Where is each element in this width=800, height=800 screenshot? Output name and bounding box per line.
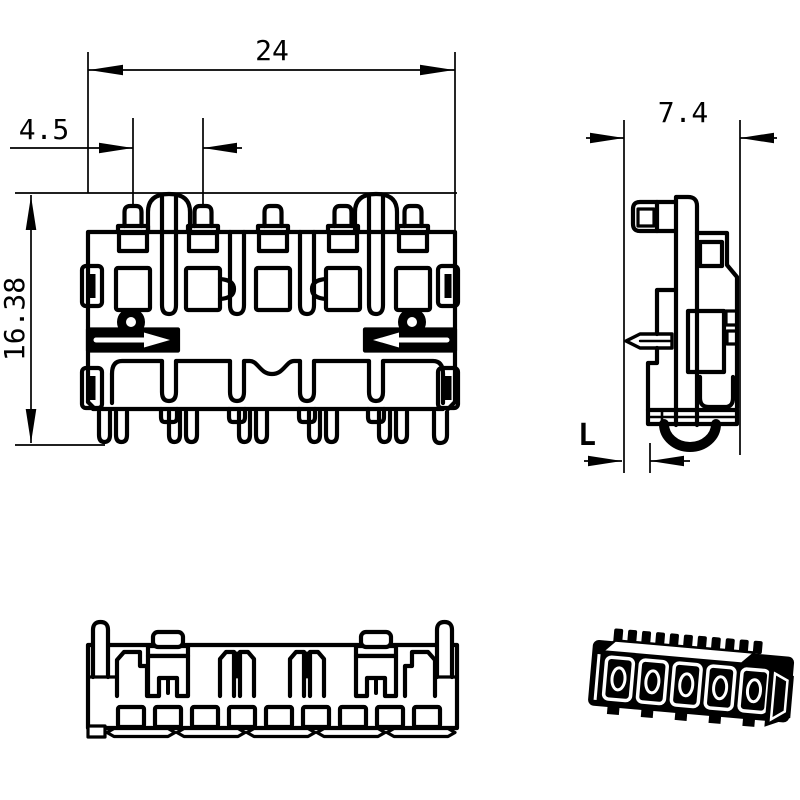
dim-label-pin-pitch: 4.5 (18, 113, 70, 146)
dim-label-overall-depth: 7.4 (657, 96, 709, 129)
front-view (82, 194, 458, 446)
dim-label-overall-height: 16.38 (0, 276, 31, 362)
dim-label-pin-length: L (577, 418, 597, 453)
solder-clip-loop (659, 419, 721, 452)
solder-pin-profile (624, 332, 674, 350)
front-lower-block (109, 358, 446, 404)
polarity-arrow-right (362, 327, 458, 353)
dim-label-overall-width: 24 (255, 34, 289, 67)
side-view (624, 194, 740, 452)
dimension-lines-front (10, 52, 457, 446)
bottom-view (85, 619, 460, 739)
polarity-arrow-left (85, 327, 181, 353)
dimension-lines-side (584, 120, 777, 473)
isometric-view (588, 628, 795, 727)
side-main-post (673, 194, 700, 428)
